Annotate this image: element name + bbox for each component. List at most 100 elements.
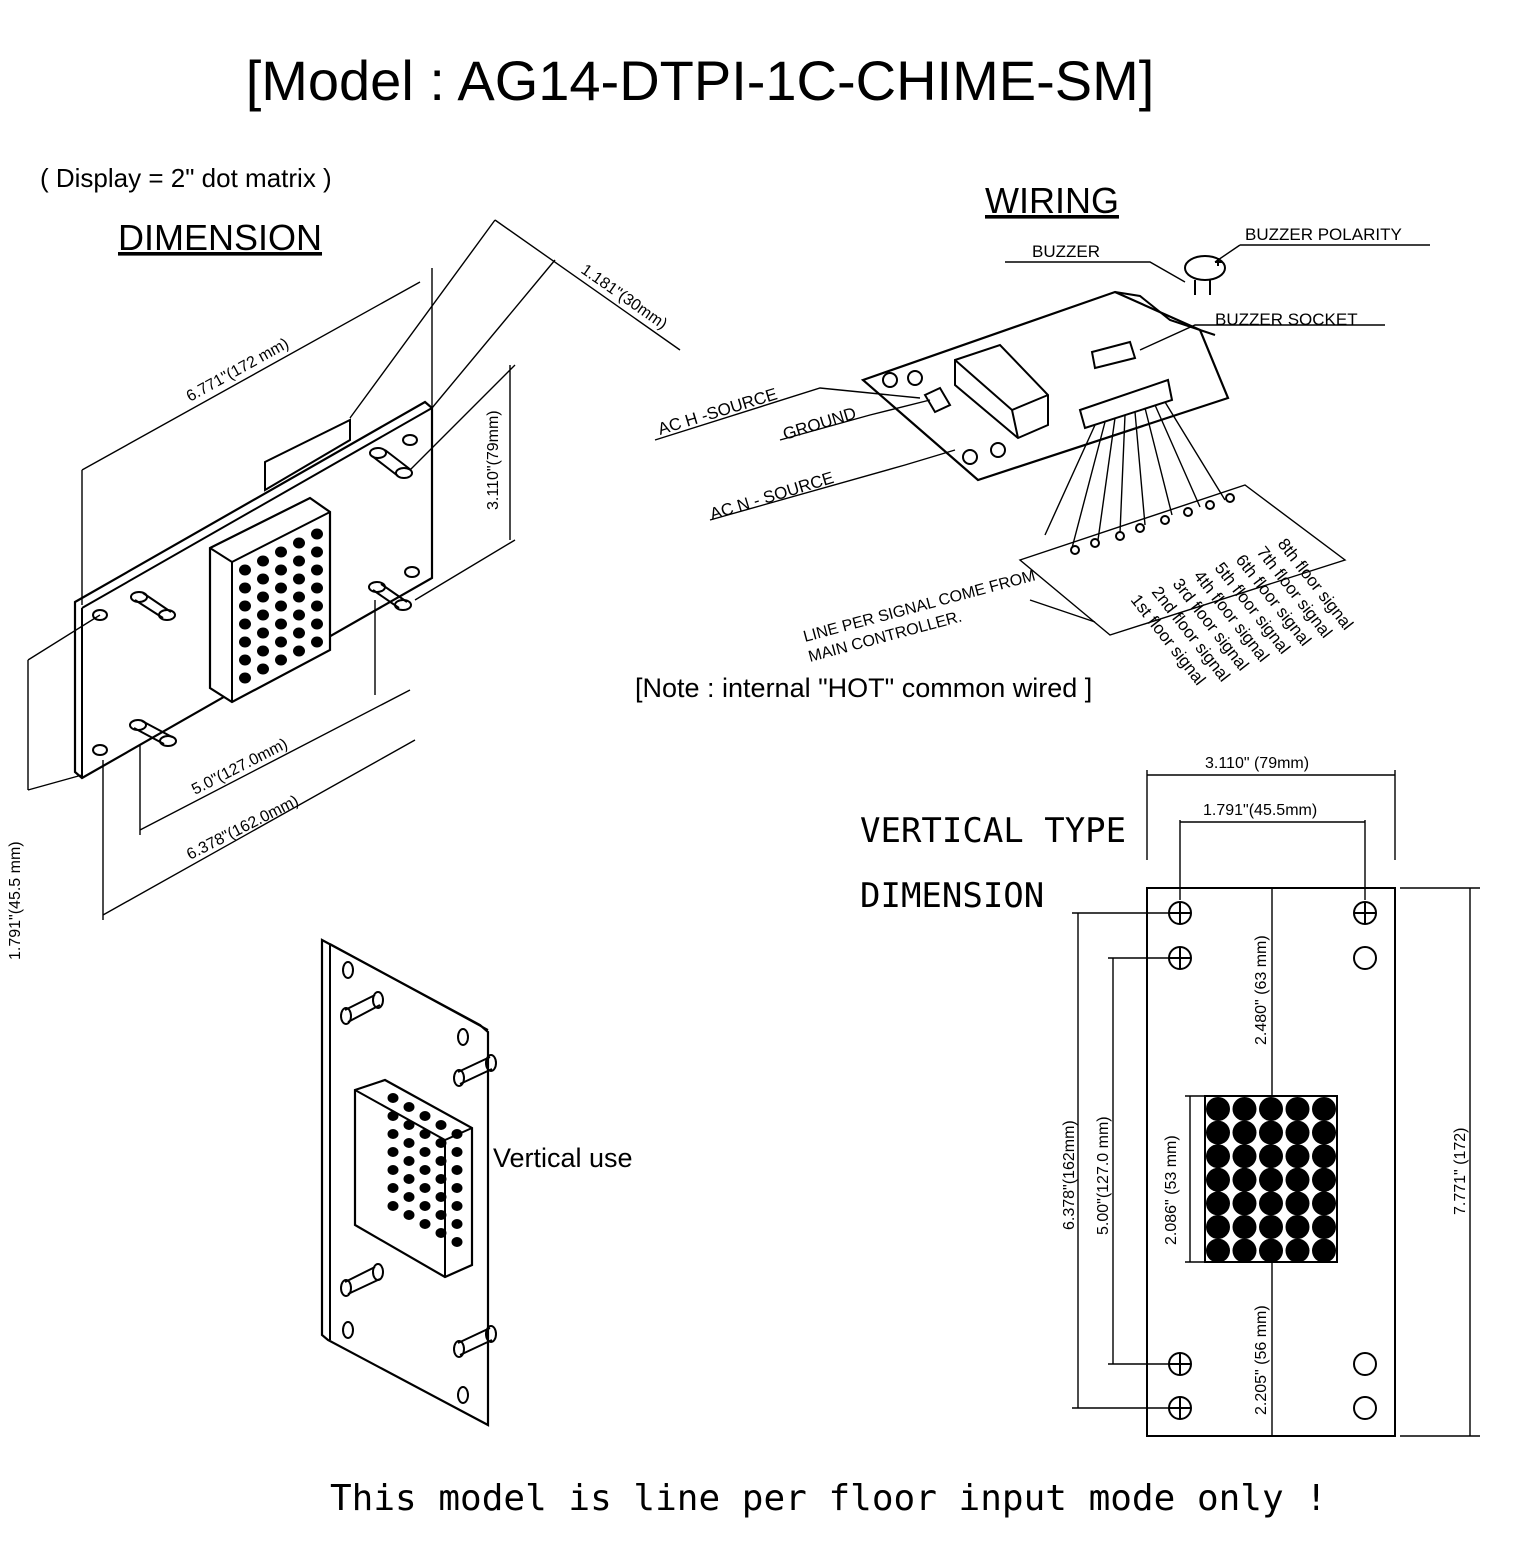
- matrix-dot: [1285, 1167, 1310, 1192]
- buzzer-polarity-label: BUZZER POLARITY: [1245, 225, 1402, 244]
- matrix-dot: [1285, 1097, 1310, 1121]
- matrix-dot: [275, 600, 287, 612]
- dim-span-inner: 5.0"(127.0mm): [189, 736, 291, 799]
- matrix-dot: [1232, 1097, 1257, 1121]
- matrix-dot: [1312, 1238, 1336, 1263]
- matrix-dot: [1206, 1238, 1230, 1263]
- wiring-section: WIRING BUZZER BUZZER POLARITY BUZZER SOC…: [635, 180, 1430, 703]
- mount-hole-icon: [1353, 1352, 1377, 1376]
- matrix-dot: [311, 582, 323, 594]
- matrix-dot: [403, 1120, 415, 1130]
- matrix-dot: [419, 1201, 431, 1211]
- standoff-pins: [92, 434, 420, 756]
- matrix-dot: [387, 1165, 399, 1175]
- matrix-dot: [435, 1192, 447, 1202]
- screw-cross: [1169, 1397, 1191, 1419]
- vertical-plate: [1146, 887, 1396, 1437]
- wiring-heading: WIRING: [985, 180, 1119, 221]
- matrix-dot: [1206, 1167, 1230, 1192]
- matrix-dot: [1312, 1167, 1336, 1192]
- matrix-dot: [1232, 1215, 1257, 1239]
- matrix-dot: [239, 600, 251, 612]
- back-bracket: [264, 418, 351, 492]
- matrix-dot: [403, 1102, 415, 1112]
- matrix-dot: [1312, 1191, 1336, 1216]
- matrix-dot: [403, 1156, 415, 1166]
- matrix-dot: [311, 618, 323, 630]
- matrix-dot: [275, 564, 287, 576]
- matrix-dot: [1312, 1215, 1336, 1239]
- matrix-dot: [275, 618, 287, 630]
- matrix-dot: [257, 609, 269, 621]
- ac-h-source-label: AC H -SOURCE: [656, 384, 780, 438]
- display-note: ( Display = 2" dot matrix ): [40, 163, 332, 193]
- matrix-dot: [293, 591, 305, 603]
- matrix-dot: [387, 1201, 399, 1211]
- dim-hole-spacing: 1.791"(45.5mm): [1203, 802, 1317, 819]
- matrix-dot: [293, 645, 305, 657]
- matrix-dot: [1285, 1120, 1310, 1145]
- matrix-dot: [293, 627, 305, 639]
- signal-wires: [1044, 401, 1235, 555]
- vertical-use-label: Vertical use: [493, 1143, 633, 1173]
- matrix-dot: [403, 1192, 415, 1202]
- matrix-dot: [435, 1210, 447, 1220]
- matrix-dot: [239, 582, 251, 594]
- matrix-dot: [435, 1156, 447, 1166]
- matrix-dot: [1232, 1238, 1257, 1263]
- matrix-dot: [451, 1165, 463, 1175]
- page-title: [Model : AG14-DTPI-1C-CHIME-SM]: [246, 49, 1155, 112]
- vertical-type-section: VERTICAL TYPE DIMENSION 3.110" (79mm) 1.…: [860, 755, 1480, 1437]
- matrix-dot: [419, 1111, 431, 1121]
- matrix-dot: [239, 672, 251, 684]
- matrix-dot: [275, 582, 287, 594]
- matrix-dot: [451, 1129, 463, 1139]
- matrix-dot: [451, 1219, 463, 1229]
- matrix-dot: [311, 546, 323, 558]
- matrix-dot: [451, 1201, 463, 1211]
- wiring-note: [Note : internal "HOT" common wired ]: [635, 673, 1092, 703]
- matrix-dot: [403, 1210, 415, 1220]
- matrix-dot: [239, 618, 251, 630]
- matrix-dot: [1259, 1144, 1283, 1169]
- dim-mount-inner: 5.00"(127.0 mm): [1095, 1116, 1112, 1235]
- dim-height-left: 1.791"(45.5 mm): [7, 841, 24, 960]
- matrix-dot: [419, 1129, 431, 1139]
- matrix-dot: [1259, 1238, 1283, 1263]
- matrix-dot: [257, 591, 269, 603]
- dim-top-to-display: 2.480" (63 mm): [1253, 935, 1270, 1045]
- matrix-dot: [293, 573, 305, 585]
- matrix-dot: [1259, 1120, 1283, 1145]
- dim-outer-height: 7.771" (172): [1452, 1127, 1469, 1215]
- screw-cross: [1169, 902, 1191, 924]
- matrix-dot: [1285, 1215, 1310, 1239]
- matrix-dot: [387, 1129, 399, 1139]
- matrix-dot: [387, 1093, 399, 1103]
- matrix-dot: [403, 1174, 415, 1184]
- matrix-dot: [435, 1138, 447, 1148]
- matrix-dot: [311, 564, 323, 576]
- matrix-dot: [419, 1183, 431, 1193]
- buzzer-socket-label: BUZZER SOCKET: [1215, 310, 1358, 329]
- dim-depth: 1.181"(30mm): [578, 261, 670, 333]
- matrix-dot: [419, 1165, 431, 1175]
- matrix-dot: [257, 663, 269, 675]
- matrix-dot: [1232, 1144, 1257, 1169]
- matrix-dot: [1206, 1144, 1230, 1169]
- matrix-dot: [1232, 1120, 1257, 1145]
- matrix-dot: [257, 645, 269, 657]
- mount-hole-icon: [1353, 1396, 1377, 1420]
- matrix-dot: [1259, 1215, 1283, 1239]
- matrix-dot: [1285, 1144, 1310, 1169]
- matrix-dot: [387, 1111, 399, 1121]
- ac-n-source-label: AC N - SOURCE: [708, 468, 836, 524]
- matrix-dot: [419, 1219, 431, 1229]
- matrix-dot: [1232, 1167, 1257, 1192]
- matrix-dot: [257, 573, 269, 585]
- matrix-dot: [1259, 1167, 1283, 1192]
- matrix-dot: [387, 1183, 399, 1193]
- matrix-dot: [1285, 1238, 1310, 1263]
- vertical-type-heading-2: DIMENSION: [860, 876, 1044, 916]
- screw-cross: [1169, 1353, 1191, 1375]
